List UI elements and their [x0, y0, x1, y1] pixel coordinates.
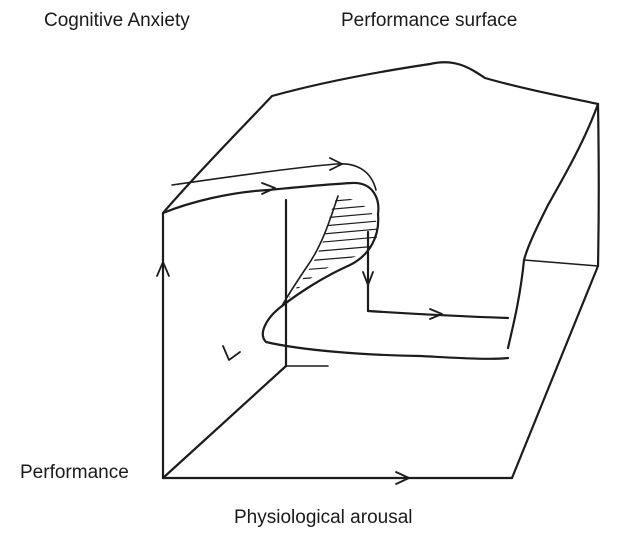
- axis-arrows: [156, 157, 443, 485]
- performance-surface: [161, 61, 600, 360]
- performance-axis-label: Performance: [20, 462, 129, 483]
- fold-hatching: [282, 196, 378, 306]
- upper-path-arrow-icon: [261, 182, 276, 195]
- physiological-arousal-axis-label: Physiological arousal: [234, 507, 413, 528]
- performance-surface-label: Performance surface: [341, 10, 518, 31]
- box-frame: [161, 198, 600, 480]
- cognitive-anxiety-label: Cognitive Anxiety: [44, 10, 190, 31]
- lower-path-arrow-icon: [429, 308, 443, 320]
- upper-trajectory: [171, 163, 377, 191]
- drop-arrow-icon: [362, 271, 374, 286]
- arousal-axis-arrow-icon: [395, 471, 410, 485]
- performance-axis-arrow-icon: [156, 261, 170, 277]
- diagonal-arrow-icon: [222, 345, 241, 361]
